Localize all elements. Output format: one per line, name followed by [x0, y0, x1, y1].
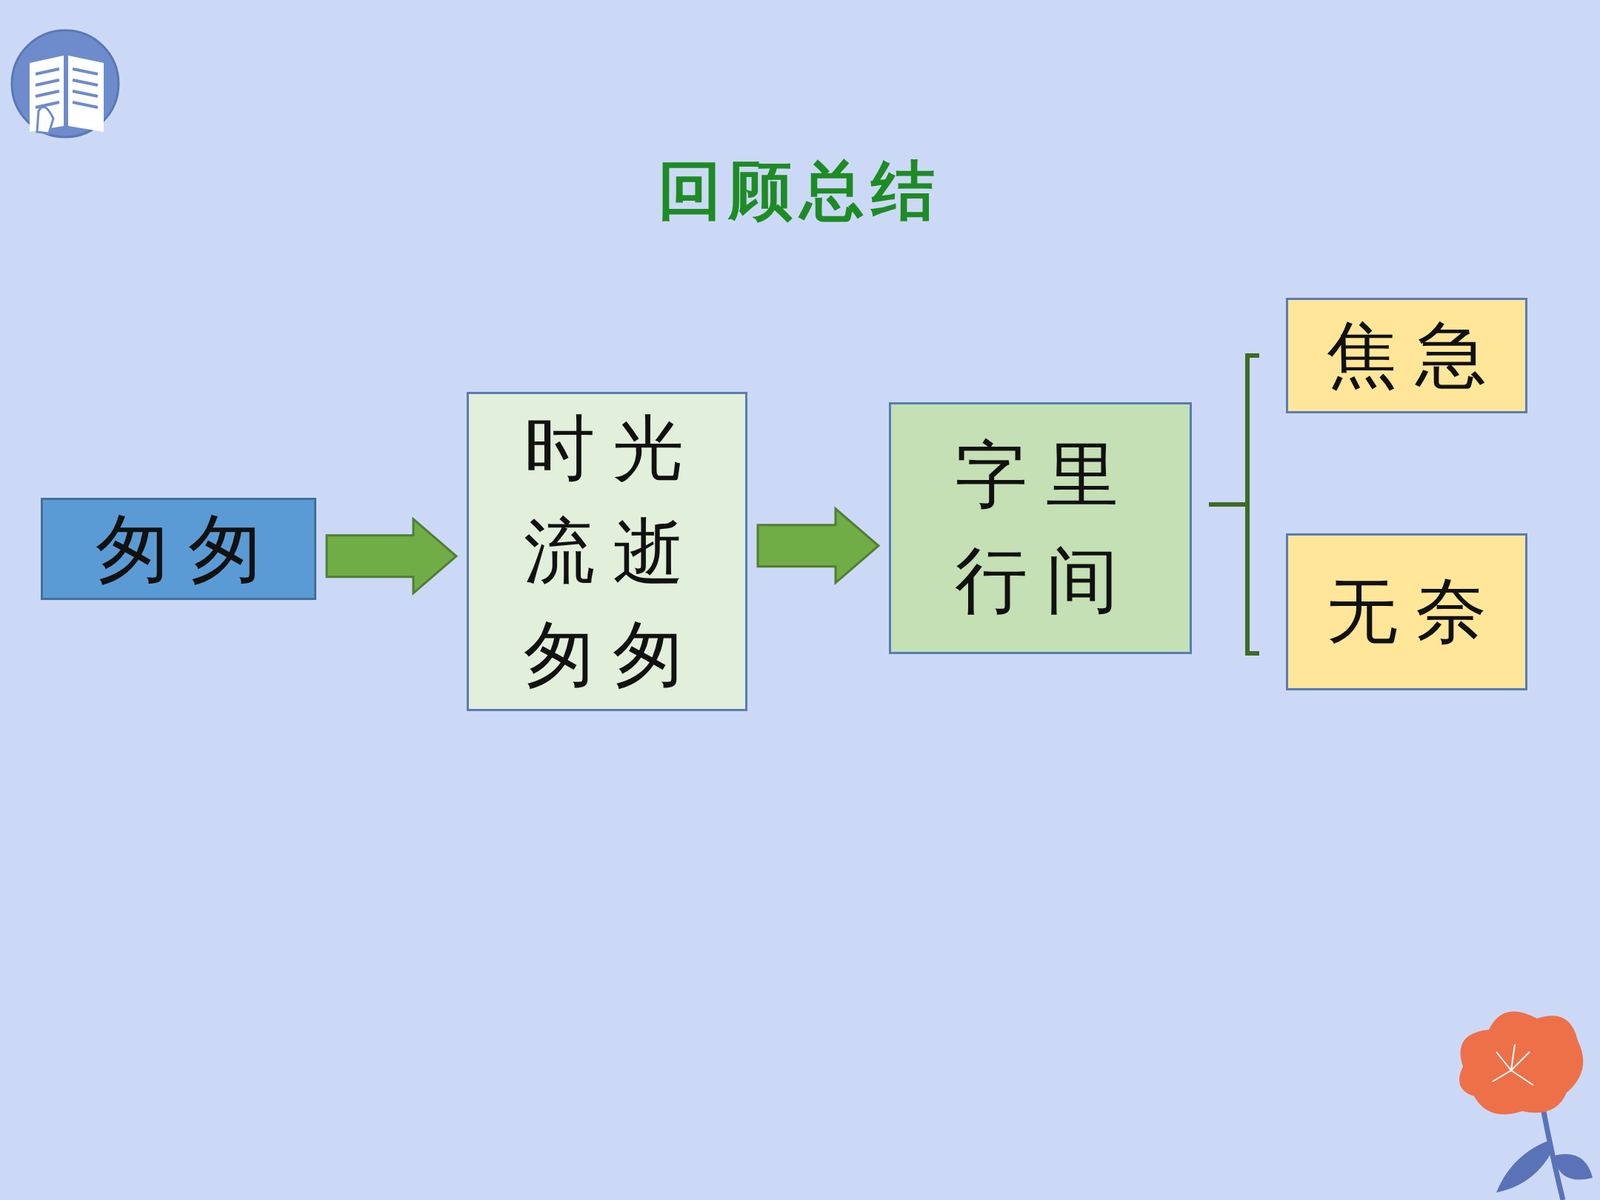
box-label: 时光流逝匆匆: [523, 397, 709, 707]
box-label: 字里行间: [954, 422, 1144, 634]
box-label: 无奈: [1326, 560, 1505, 663]
text-box: 字里行间: [888, 402, 1192, 655]
flower-illustration: [1459, 1011, 1593, 1200]
book-icon: [11, 30, 119, 138]
box-label: 匆匆: [95, 495, 281, 603]
text-box: 时光流逝匆匆: [466, 391, 748, 712]
flow-arrow: [757, 508, 879, 583]
slide-title: 回顾总结: [0, 148, 1600, 235]
flow-arrow: [326, 519, 457, 594]
text-box: 焦急: [1285, 297, 1528, 414]
text-box: 匆匆: [40, 497, 317, 600]
text-box: 无奈: [1285, 533, 1528, 691]
brace-bracket: [1208, 355, 1260, 654]
box-label: 焦急: [1326, 303, 1505, 407]
